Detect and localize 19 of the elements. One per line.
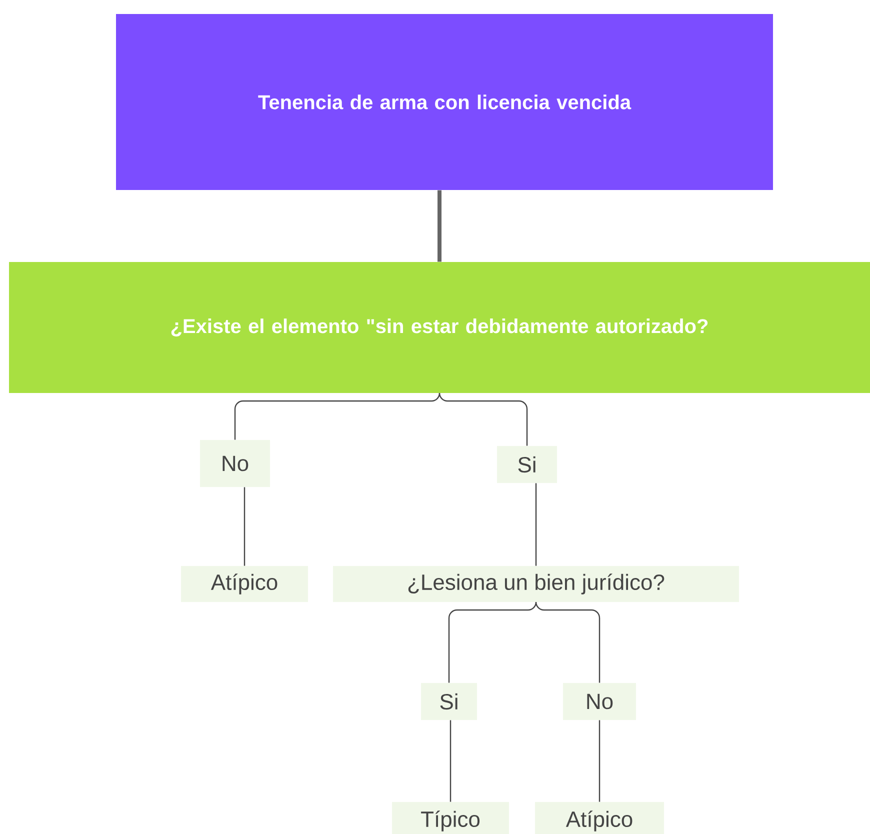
- answer-label: ¿Lesiona un bien jurídico?: [333, 566, 739, 602]
- answer-label: Si: [497, 446, 557, 483]
- question-box: ¿Existe el elemento "sin estar debidamente autorizado?: [9, 262, 870, 393]
- connector-line: [448, 601, 537, 683]
- answer-label: No: [200, 440, 270, 487]
- connector-line: [450, 720, 452, 802]
- connector-line: [535, 483, 537, 566]
- connector-line: [438, 392, 528, 446]
- connector-line: [438, 190, 442, 262]
- answer-label: Atípico: [181, 566, 308, 602]
- answer-label: Típico: [392, 802, 509, 834]
- connector-line: [598, 720, 600, 802]
- title-box: Tenencia de arma con licencia vencida: [116, 14, 773, 190]
- connector-line: [234, 392, 440, 440]
- answer-label: Atípico: [535, 802, 664, 834]
- connector-line: [244, 487, 246, 566]
- answer-label: Si: [421, 683, 477, 720]
- answer-label: No: [563, 683, 636, 720]
- connector-line: [535, 601, 600, 683]
